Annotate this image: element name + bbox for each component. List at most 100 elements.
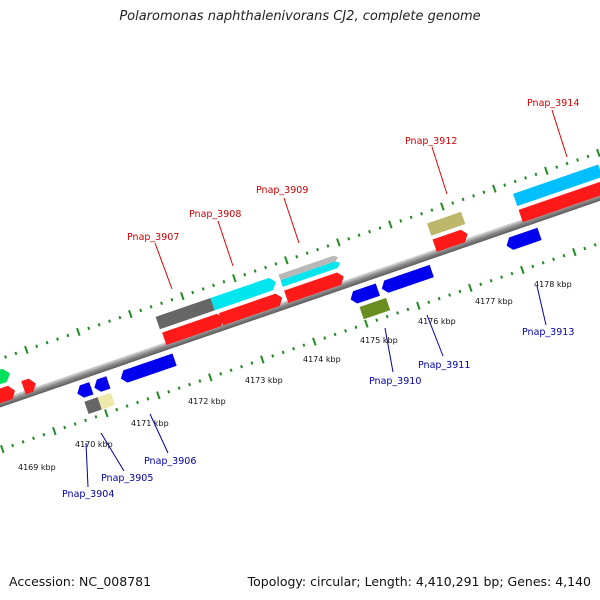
minor-tick — [222, 280, 226, 284]
cds-arrow[interactable] — [284, 271, 346, 303]
minor-tick — [326, 244, 330, 248]
gene-label[interactable]: Pnap_3904 — [62, 489, 114, 500]
minor-tick — [430, 208, 434, 212]
major-tick — [416, 301, 421, 310]
minor-tick — [357, 233, 361, 237]
minor-tick — [201, 287, 205, 291]
minor-tick — [108, 319, 111, 323]
minor-tick — [576, 158, 579, 162]
gene-arrow[interactable] — [0, 367, 12, 388]
major-tick — [440, 202, 445, 211]
gene-label[interactable]: Pnap_3905 — [101, 473, 153, 484]
minor-tick — [11, 443, 15, 448]
major-tick — [520, 265, 525, 275]
gene-label[interactable]: Pnap_3913 — [522, 327, 574, 338]
reverse-gene-blocks — [75, 227, 542, 415]
gene-pnap-3909[interactable] — [278, 254, 340, 281]
gene-label[interactable]: Pnap_3909 — [256, 185, 308, 196]
major-tick — [208, 373, 213, 382]
minor-tick — [115, 407, 119, 412]
gene-label[interactable]: Pnap_3907 — [127, 232, 179, 243]
gene-label[interactable]: Pnap_3912 — [405, 136, 457, 147]
callout-line — [536, 285, 547, 326]
minor-tick — [188, 382, 191, 387]
gene-pnap-3904[interactable] — [84, 397, 102, 415]
minor-tick — [63, 425, 67, 430]
callout-line — [384, 327, 394, 373]
major-tick — [128, 309, 133, 319]
minor-tick — [84, 418, 87, 423]
minor-tick — [354, 325, 358, 330]
cds-arrow[interactable] — [518, 180, 600, 223]
minor-tick — [56, 337, 59, 341]
minor-tick — [451, 201, 455, 205]
gene-pnap-3908[interactable] — [210, 276, 278, 311]
scale-label: 4177 kbp — [475, 297, 513, 306]
minor-tick — [35, 344, 39, 348]
callout-line — [217, 220, 234, 267]
minor-tick — [198, 379, 202, 383]
minor-tick — [281, 350, 285, 355]
minor-tick — [295, 254, 299, 259]
scale-label: 4176 kbp — [418, 317, 456, 326]
scale-labels: 4169 kbp 4170 kbp 4171 kbp 4172 kbp 4173… — [18, 280, 572, 472]
gene-label[interactable]: Pnap_3914 — [527, 98, 579, 109]
minor-tick — [264, 265, 267, 270]
minor-tick — [524, 176, 527, 180]
major-tick — [596, 148, 600, 157]
accession-text: Accession: NC_008781 — [9, 574, 152, 589]
gene-arrow[interactable] — [21, 377, 38, 395]
forward-gene-blocks — [0, 164, 600, 405]
scale-label: 4178 kbp — [534, 280, 572, 289]
cds-arrow[interactable] — [218, 292, 285, 326]
minor-tick — [271, 354, 275, 358]
major-tick — [312, 337, 317, 346]
gene-pnap-3912[interactable] — [427, 211, 466, 236]
minor-tick — [333, 332, 337, 337]
minor-tick — [375, 318, 379, 322]
gene-arrow[interactable] — [280, 260, 342, 287]
cds-arrow[interactable] — [162, 312, 226, 345]
cds-arrow[interactable] — [380, 264, 434, 295]
major-tick — [76, 327, 81, 337]
minor-tick — [448, 293, 451, 297]
reverse-gene-labels: Pnap_3904 Pnap_3905 Pnap_3906 Pnap_3910 … — [62, 285, 574, 500]
minor-tick — [191, 290, 195, 295]
cds-arrow[interactable] — [92, 376, 111, 393]
minor-tick — [149, 305, 153, 309]
major-tick — [492, 184, 497, 193]
minor-tick — [305, 251, 309, 255]
minor-tick — [323, 336, 327, 340]
gene-pnap-3914[interactable] — [513, 164, 600, 207]
major-tick — [572, 247, 577, 257]
cds-arrow[interactable] — [432, 228, 470, 252]
gene-pnap-3906[interactable] — [119, 353, 177, 384]
gene-label[interactable]: Pnap_3908 — [189, 209, 241, 220]
cds-arrow[interactable] — [75, 382, 94, 399]
minor-tick — [139, 308, 143, 313]
gene-label[interactable]: Pnap_3906 — [144, 456, 196, 467]
minor-tick — [243, 272, 247, 277]
minor-tick — [167, 389, 171, 394]
minor-tick — [32, 436, 35, 441]
minor-tick — [406, 307, 410, 312]
gene-label[interactable]: Pnap_3911 — [418, 360, 470, 371]
minor-tick — [399, 219, 403, 223]
minor-tick — [212, 283, 215, 288]
reverse-scale-ticks — [0, 243, 597, 454]
callout-line — [431, 146, 448, 195]
major-tick — [544, 166, 549, 175]
minor-tick — [136, 400, 139, 405]
gene-pnap-3913[interactable] — [504, 227, 542, 252]
major-tick — [336, 238, 341, 247]
gene-label[interactable]: Pnap_3910 — [369, 376, 421, 387]
callout-line — [426, 314, 444, 357]
scale-label: 4174 kbp — [303, 355, 341, 364]
gene-arrow[interactable] — [0, 384, 17, 405]
cds-arrow[interactable] — [348, 283, 380, 305]
gene-pnap-3905[interactable] — [97, 392, 116, 410]
gene-pnap-3911[interactable] — [359, 297, 391, 320]
gene-pnap-3907[interactable] — [155, 298, 215, 330]
major-tick — [260, 355, 265, 364]
